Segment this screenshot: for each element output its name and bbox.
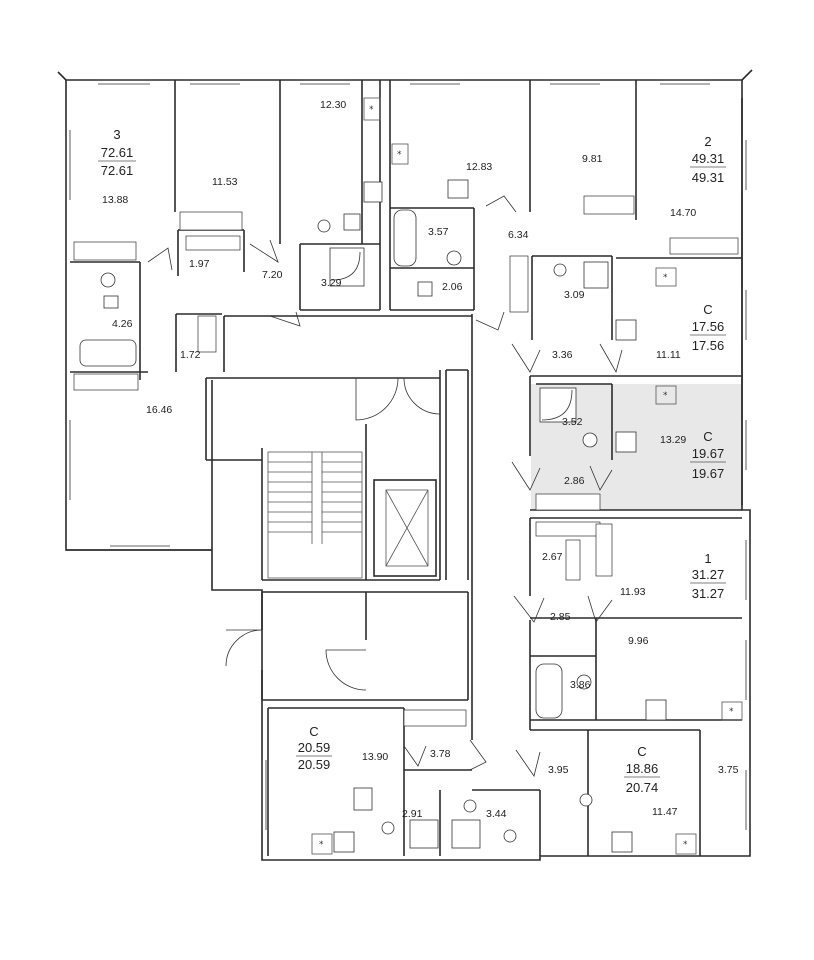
- room-area: 3.78: [430, 748, 451, 760]
- apartment-total-area: 49.31: [692, 170, 725, 185]
- apartment-type: C: [309, 724, 318, 739]
- room-area: 11.11: [656, 349, 681, 361]
- room-area: 9.81: [582, 153, 603, 165]
- room-area: 3.52: [562, 416, 583, 428]
- apartment-living-area: 72.61: [101, 145, 134, 160]
- apartment-labels: 3 72.61 72.61 2 49.31 49.31 C 17.56 17.5…: [98, 127, 726, 795]
- room-area: 2.91: [402, 808, 423, 820]
- apartment-living-area: 17.56: [692, 319, 725, 334]
- room-area: 3.57: [428, 226, 449, 238]
- vent-star: *: [369, 105, 374, 115]
- room-area: 9.96: [628, 635, 649, 647]
- apartment-living-area: 20.59: [298, 740, 331, 755]
- vent-symbols: * * * * * * *: [311, 97, 743, 855]
- apartment-total-area: 31.27: [692, 586, 725, 601]
- room-area: 3.09: [564, 289, 585, 301]
- fixtures: [79, 179, 667, 853]
- stair-and-elevator: [267, 451, 437, 579]
- apartment-living-area: 49.31: [692, 151, 725, 166]
- apartment-type: 2: [704, 134, 711, 149]
- room-area: 2.85: [550, 611, 571, 623]
- apartment-living-area: 19.67: [692, 446, 725, 461]
- room-area: 13.88: [102, 194, 128, 206]
- room-area: 13.90: [362, 751, 388, 763]
- radiators: [73, 195, 739, 727]
- apartment-total-area: 17.56: [692, 338, 725, 353]
- room-area: 3.86: [570, 679, 591, 691]
- vent-star: *: [319, 840, 324, 850]
- room-labels: 13.88 11.53 12.30 1.97 7.20 3.29 4.26 1.…: [102, 99, 739, 820]
- doors: [147, 195, 623, 777]
- room-area: 16.46: [146, 404, 172, 416]
- apartment-total-area: 20.59: [298, 757, 331, 772]
- room-area: 3.95: [548, 764, 569, 776]
- room-area: 2.06: [442, 281, 463, 293]
- room-area: 1.72: [180, 349, 201, 361]
- room-area: 1.97: [189, 258, 210, 270]
- room-area: 3.44: [486, 808, 507, 820]
- vent-star: *: [663, 273, 668, 283]
- room-area: 3.29: [321, 277, 342, 289]
- apartment-total-area: 72.61: [101, 163, 134, 178]
- apartment-total-area: 19.67: [692, 466, 725, 481]
- apartment-type: C: [637, 744, 646, 759]
- vent-star: *: [729, 707, 734, 717]
- room-area: 7.20: [262, 269, 283, 281]
- apartment-total-area: 20.74: [626, 780, 659, 795]
- room-area: 6.34: [508, 229, 529, 241]
- vent-star: *: [397, 150, 402, 160]
- apartment-type: 1: [704, 551, 711, 566]
- room-area: 14.70: [670, 207, 696, 219]
- room-area: 12.83: [466, 161, 492, 173]
- room-area: 3.75: [718, 764, 739, 776]
- apartment-living-area: 18.86: [626, 761, 659, 776]
- room-area: 11.47: [652, 806, 678, 818]
- room-area: 3.36: [552, 349, 573, 361]
- apartment-type: 3: [113, 127, 120, 142]
- room-area: 11.93: [620, 586, 646, 598]
- apartment-type: C: [703, 429, 712, 444]
- room-area: 13.29: [660, 434, 686, 446]
- apartment-living-area: 31.27: [692, 567, 725, 582]
- room-area: 2.86: [564, 475, 585, 487]
- room-area: 12.30: [320, 99, 346, 111]
- interior-walls: [66, 80, 742, 856]
- room-area: 4.26: [112, 318, 133, 330]
- vent-star: *: [683, 840, 688, 850]
- room-area: 11.53: [212, 176, 238, 188]
- room-area: 2.67: [542, 551, 563, 563]
- apartment-type: C: [703, 302, 712, 317]
- windows: [65, 79, 751, 830]
- vent-star: *: [663, 391, 668, 401]
